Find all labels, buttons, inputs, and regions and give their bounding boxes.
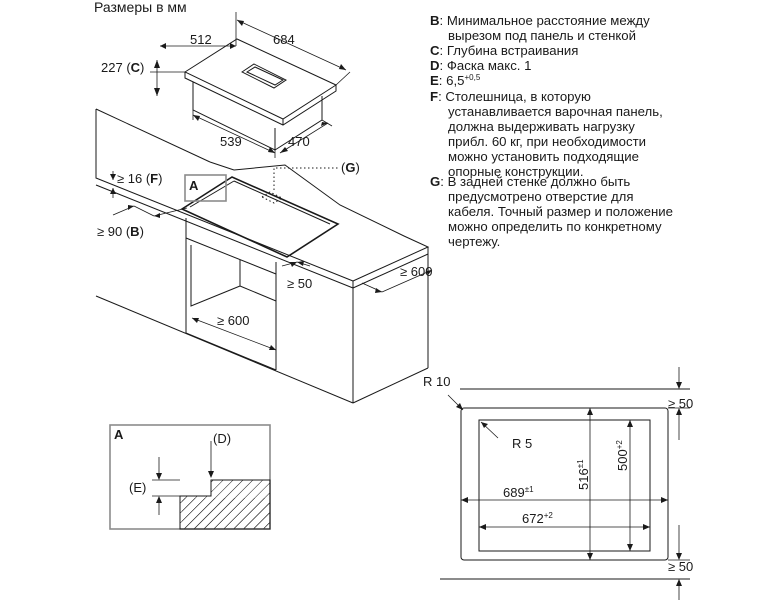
depth-inner-label: 500+2 — [615, 440, 630, 471]
detail-frame-key: A — [189, 178, 199, 193]
cabinet-depth-label: ≥ 600 — [400, 264, 432, 279]
cutout-plan: R 10 R 5 ≥ 50 ≥ 50 516±1 500+2 689±1 — [423, 367, 693, 600]
cutout-depth-label: 470 — [288, 134, 310, 149]
outer-radius-label: R 10 — [423, 374, 450, 389]
bevel-key: (D) — [213, 431, 231, 446]
hob-width-label: 684 — [273, 32, 295, 47]
cable-hole-key: (G) — [341, 160, 360, 175]
depth-key: (E) — [129, 480, 146, 495]
gap-top-label: ≥ 50 — [668, 396, 693, 411]
units-label: Размеры в мм — [94, 0, 187, 15]
detail-a-label: A — [114, 427, 124, 442]
wall-distance-label: ≥ 90 (B) — [97, 224, 144, 239]
front-gap-label: ≥ 50 — [287, 276, 312, 291]
cabinet-isometric: (G) A ≥ 16 (F) ≥ 90 (B) ≥ 50 ≥ 600 ≥ 600 — [95, 108, 432, 404]
inner-radius-label: R 5 — [512, 436, 532, 451]
inner-width-label: ≥ 600 — [217, 313, 249, 328]
hob-height-label: 227 (C) — [101, 60, 144, 75]
gap-bottom-label: ≥ 50 — [668, 559, 693, 574]
legend-c: C: Глубина встраивания — [430, 43, 578, 58]
width-inner-label: 672+2 — [522, 511, 553, 526]
detail-a: A (D) (E) — [109, 424, 271, 530]
worktop-thickness-label: ≥ 16 (F) — [117, 171, 162, 186]
hob-isometric: 512 684 227 (C) 539 470 — [101, 12, 351, 158]
width-outer-label: 689±1 — [503, 485, 534, 500]
hob-depth-label: 512 — [190, 32, 212, 47]
legend-e: E: 6,5+0,5 — [430, 73, 481, 88]
depth-outer-label: 516±1 — [576, 459, 591, 490]
legend-d: D: Фаска макс. 1 — [430, 58, 531, 73]
cutout-width-label: 539 — [220, 134, 242, 149]
